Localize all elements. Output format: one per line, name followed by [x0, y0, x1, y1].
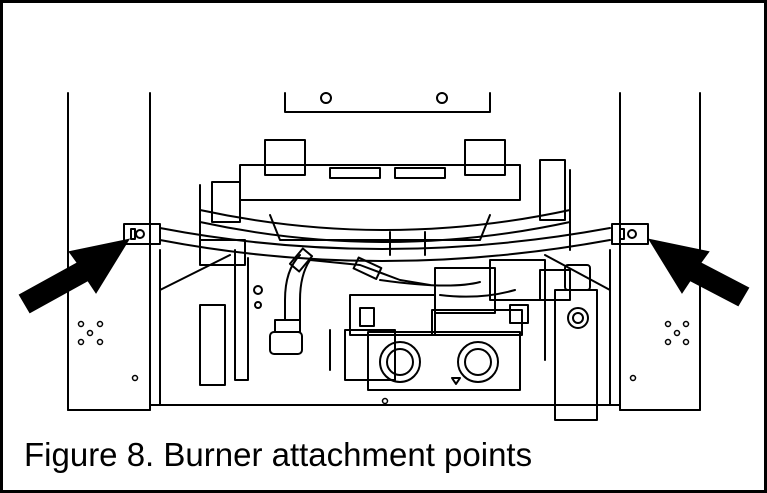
valve-dial-right [457, 341, 499, 383]
right-mounting-tab [611, 223, 649, 245]
figure-caption: Figure 8. Burner attachment points [24, 436, 533, 473]
arrow-left-attachment [18, 238, 131, 314]
arrow-right-attachment [647, 238, 750, 307]
cabinet-left-wall [67, 92, 151, 411]
top-access-plate [284, 92, 491, 113]
left-mounting-tab [123, 223, 161, 245]
valve-dial-left [379, 341, 421, 383]
burner-tray [159, 159, 611, 262]
